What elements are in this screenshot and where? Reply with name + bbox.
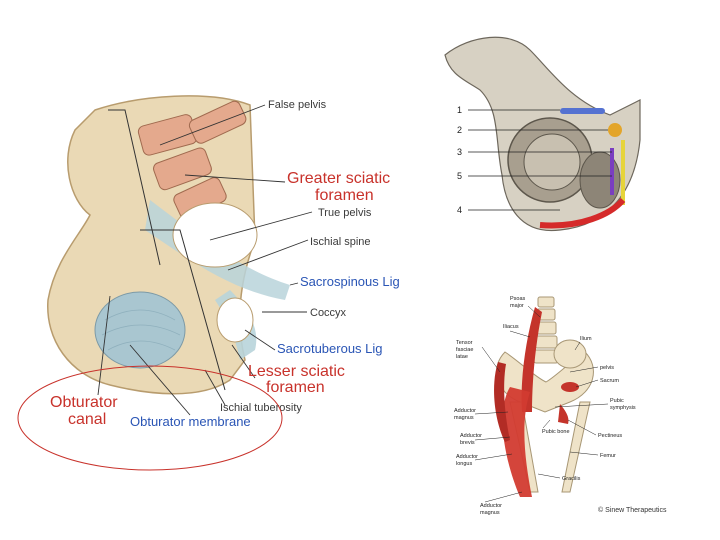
pelvis-bracket-lines xyxy=(108,109,226,391)
hip-bone-lateral-figure: 1 2 3 5 4 xyxy=(444,36,641,232)
ligament-2-orange-marker xyxy=(608,123,622,137)
femur-illustration-right xyxy=(561,401,591,493)
muscle-label-adductor-brevis-line1: Adductor xyxy=(460,433,482,439)
greater-sciatic-foramen-opening xyxy=(172,202,258,268)
label-false-pelvis: False pelvis xyxy=(268,99,327,111)
adductor-muscle-illustration xyxy=(502,387,532,497)
muscle-label-sacrum: Sacrum xyxy=(600,378,619,384)
muscle-label-pubic-symphysis-line1: Pubic xyxy=(610,398,624,404)
label-obturator-canal-line1: Obturator xyxy=(50,394,118,411)
muscle-label-adductor-magnus-top-line1: Adductor xyxy=(454,408,476,414)
muscle-leader-lines xyxy=(474,305,609,503)
sacrum-illustration xyxy=(137,100,247,219)
ligament-4-red-stripe xyxy=(539,197,626,229)
obturator-highlight-ellipse xyxy=(17,365,283,471)
muscle-label-psoas-line1: Psoas xyxy=(510,296,526,302)
muscle-label-psoas-line2: major xyxy=(510,303,524,309)
hip-number-3: 3 xyxy=(457,147,462,157)
pelvis-leader-lines xyxy=(97,104,313,416)
label-lesser-sciatic-line1: Lesser sciatic xyxy=(248,363,345,380)
hip-muscles-figure: Psoas major Iliacus Tensor fasciae latae… xyxy=(454,296,667,516)
credit-sinew-therapeutics: © Sinew Therapeutics xyxy=(598,506,667,514)
muscle-label-adductor-magnus-bottom-line1: Adductor xyxy=(480,503,502,509)
pectineus-muscle-illustration xyxy=(558,404,569,424)
muscle-label-adductor-magnus-top-line2: magnus xyxy=(454,415,474,421)
label-obturator-membrane: Obturator membrane xyxy=(130,414,251,429)
muscle-label-pubic-symphysis-line2: symphysis xyxy=(610,405,636,411)
hip-number-1: 1 xyxy=(457,105,462,115)
muscle-label-iliacus: Iliacus xyxy=(503,324,519,330)
hip-number-5: 5 xyxy=(457,171,462,181)
psoas-muscle-illustration xyxy=(521,307,542,412)
muscle-label-adductor-magnus-bottom-line2: magnus xyxy=(480,510,500,516)
label-coccyx: Coccyx xyxy=(310,307,347,319)
muscle-label-tfl-line2: fasciae xyxy=(456,347,473,353)
label-sacrospinous-lig: Sacrospinous Lig xyxy=(300,274,400,289)
muscle-label-pubic-bone: Pubic bone xyxy=(542,429,570,435)
ligament-1-blue-stripe xyxy=(560,108,605,114)
muscle-label-adductor-brevis-line2: brevis xyxy=(460,440,475,446)
hip-number-2: 2 xyxy=(457,125,462,135)
spine-illustration xyxy=(533,296,559,364)
muscle-label-adductor-longus-line2: longus xyxy=(456,461,472,467)
label-greater-sciatic-line2: foramen xyxy=(315,187,374,204)
muscle-label-tfl-line1: Tensor xyxy=(456,340,473,346)
muscle-label-adductor-longus-line1: Adductor xyxy=(456,454,478,460)
label-ischial-tuberosity: Ischial tuberosity xyxy=(220,402,302,414)
muscle-label-femur: Femur xyxy=(600,453,616,459)
muscle-label-gracilis: Gracilis xyxy=(562,476,581,482)
tensor-fasciae-latae-illustration xyxy=(494,362,510,442)
lesser-sciatic-foramen-opening xyxy=(216,297,254,343)
muscle-label-pectineus: Pectineus xyxy=(598,433,622,439)
hip-number-4: 4 xyxy=(457,205,462,215)
label-lesser-sciatic-line2: foramen xyxy=(266,379,325,396)
muscle-label-pelvis: pelvis xyxy=(600,365,614,371)
label-ischial-spine: Ischial spine xyxy=(310,236,371,248)
label-true-pelvis: True pelvis xyxy=(318,207,372,219)
muscle-label-tfl-line3: latae xyxy=(456,354,468,360)
pelvis-ligament-figure: False pelvis Greater sciatic foramen Tru… xyxy=(17,95,400,471)
muscle-label-ilium: Ilium xyxy=(580,336,592,342)
label-greater-sciatic-line1: Greater sciatic xyxy=(287,170,390,187)
obturator-membrane-illustration xyxy=(94,291,186,369)
label-sacrotuberous-lig: Sacrotuberous Lig xyxy=(277,341,383,356)
label-obturator-canal-line2: canal xyxy=(68,411,106,428)
